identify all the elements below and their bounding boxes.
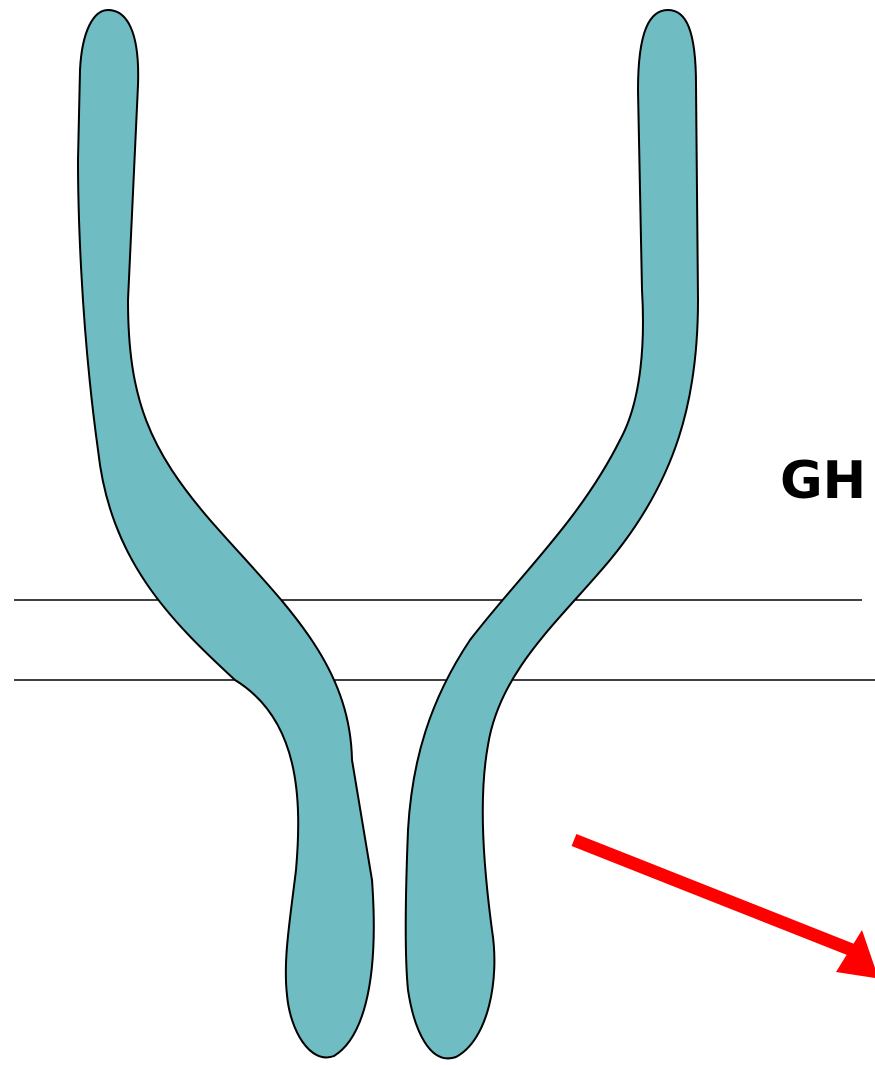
cell-membrane	[14, 600, 875, 680]
signal-arrow-head	[836, 930, 875, 978]
arrow-down-right-icon	[574, 840, 875, 978]
ligand-label: GH	[780, 451, 866, 511]
receptor-right-chain	[406, 10, 698, 1058]
signal-arrow-shaft	[574, 840, 852, 950]
receptor-left-chain	[78, 10, 374, 1057]
